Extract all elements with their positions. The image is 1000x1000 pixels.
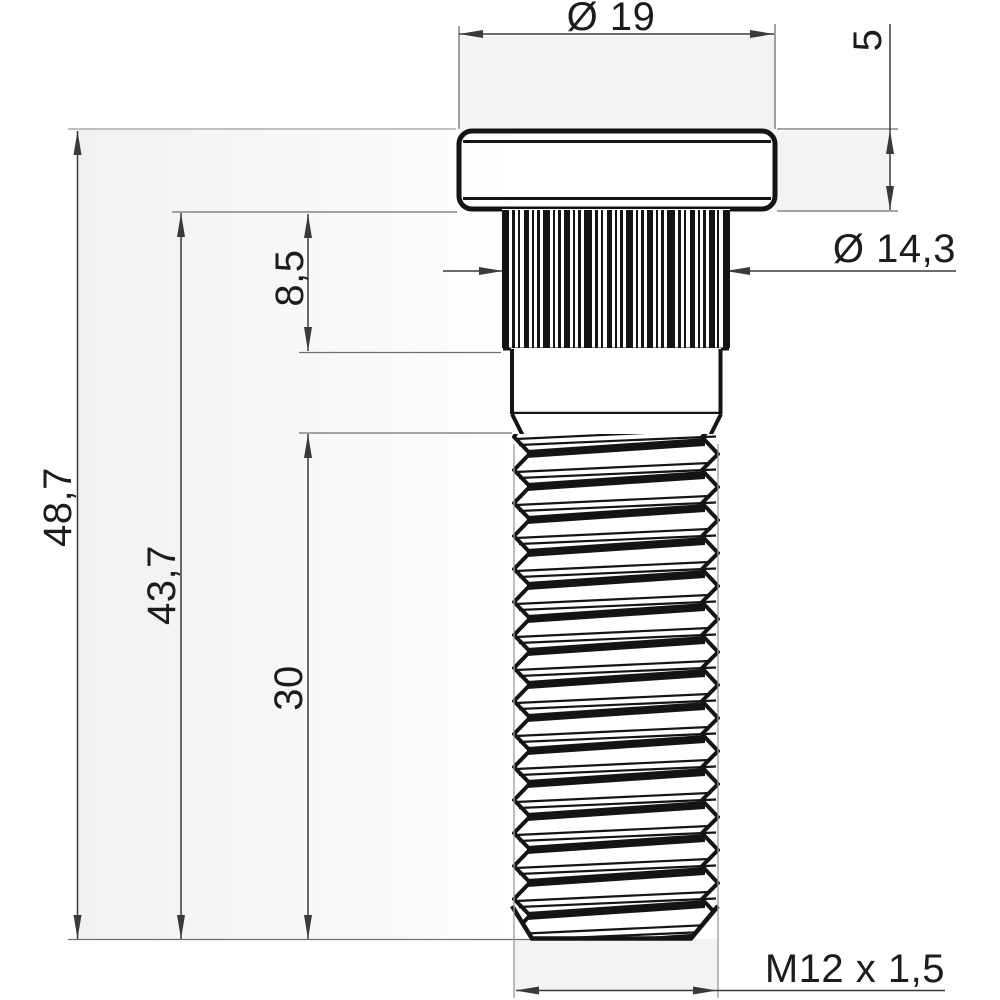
thread-length-label: 30 xyxy=(267,665,311,711)
dim-length-below-head: 43,7 xyxy=(140,211,457,939)
dim-head-diameter: Ø 19 xyxy=(458,0,776,129)
dim-head-height: 5 xyxy=(777,24,898,212)
stud-shank xyxy=(510,348,723,437)
spline-length-label: 8,5 xyxy=(268,249,312,306)
length-below-head-label: 43,7 xyxy=(140,545,184,625)
head-height-label: 5 xyxy=(846,29,890,52)
dim-spline-diameter: Ø 14,3 xyxy=(443,227,956,275)
shaded-regions xyxy=(78,36,889,990)
stud-spline-section xyxy=(502,209,730,351)
overall-length-label: 48,7 xyxy=(36,467,80,547)
spline-diameter-label: Ø 14,3 xyxy=(833,227,956,271)
dim-spline-length: 8,5 xyxy=(268,214,501,354)
dim-overall-length: 48,7 xyxy=(36,128,532,941)
thread-spec-label: M12 x 1,5 xyxy=(765,947,945,991)
dimension-lines: Ø 19 5 Ø 14,3 48,7 xyxy=(36,0,956,941)
stud-thread-section xyxy=(510,434,720,941)
dim-thread-spec: M12 x 1,5 xyxy=(513,444,945,998)
stud-part xyxy=(456,128,778,941)
dim-thread-length: 30 xyxy=(267,432,512,939)
head-diameter-label: Ø 19 xyxy=(567,0,656,39)
